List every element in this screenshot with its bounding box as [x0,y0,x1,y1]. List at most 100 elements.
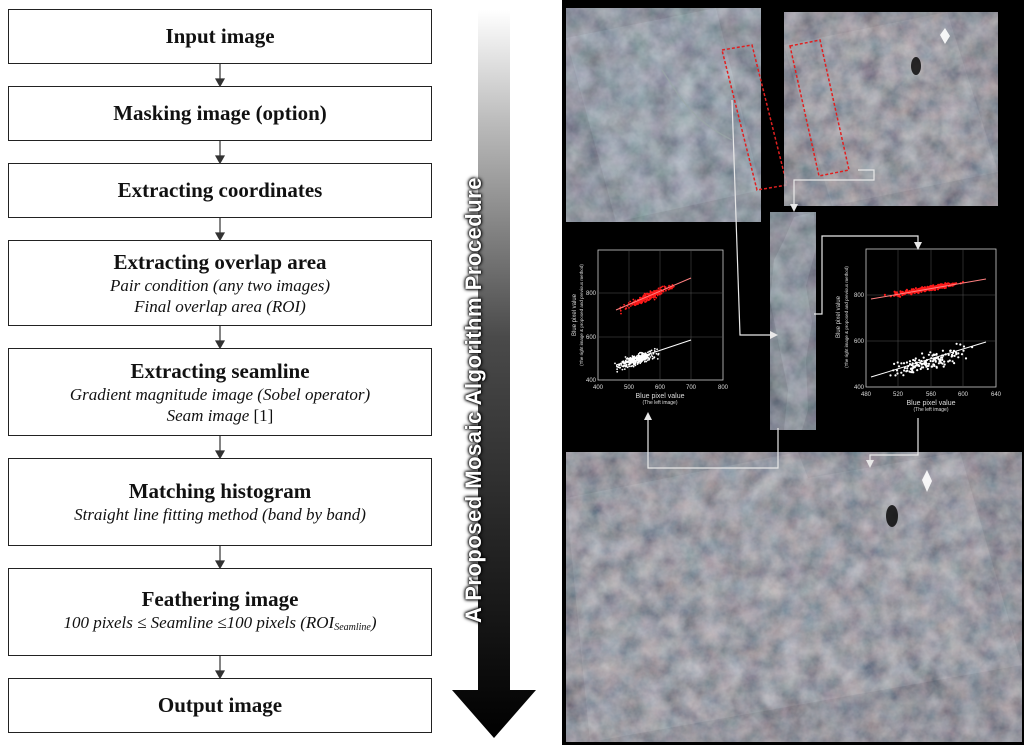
scatter-point [629,356,632,359]
scatter-point [653,347,656,350]
scatter-point [950,355,953,358]
scatter-point [944,283,947,286]
scatter-point [649,290,652,292]
scatter-point [625,364,628,367]
scatter-point [932,353,935,356]
scatter-point [925,365,928,368]
scatter-point [628,306,630,309]
scatter-point [653,298,656,301]
scatter-point [648,357,651,360]
scatter-point [913,359,916,362]
step-detail: Straight line fitting method (band by ba… [74,505,366,524]
scatter-point [941,358,944,361]
step-extracting-coordinates: Extracting coordinates [8,163,432,218]
scatter-point [630,365,633,367]
scatter-point [642,295,645,298]
scatter-point [935,353,938,356]
scatter-point [651,355,654,358]
step-detail: Final overlap area (ROI) [134,296,306,316]
scatter-point [964,357,968,360]
scatter-point [616,365,619,368]
scatter-point [614,362,616,365]
flow-connectors [214,64,226,680]
scatter-point [629,300,632,303]
scatter-point [660,292,663,295]
scatter-point [638,360,641,363]
x-tick-label: 400 [593,385,604,391]
scatter-point [632,365,635,368]
mosaic-illustration: 400 500 600 700 800 400 600 800 Blue pix… [566,8,1022,742]
scatter-point [943,363,946,366]
scatter-point [948,359,951,362]
scatter-point [644,359,646,361]
scatter-point [645,360,648,363]
step-title: Extracting coordinates [117,178,323,202]
scatter-point [624,356,627,358]
scatter-point [639,301,641,304]
scatter-point [905,361,908,364]
scatter-point [633,360,636,363]
scatter-point [629,362,632,365]
scatter-point [643,300,645,302]
scatter-point [631,361,634,364]
y-axis-label: Blue pixel value [572,293,578,336]
y-axis-sublabel: (The right image & proposed and previous… [579,264,584,366]
scatter-point [620,312,622,315]
scatter-point [920,363,923,366]
x-tick-label: 640 [991,392,1002,398]
scatter-point [921,286,924,289]
scatter-point [651,357,654,360]
scatter-point [902,362,906,365]
procedure-arrow [452,10,536,738]
scatter-point [623,364,625,367]
scatter-point [901,293,904,297]
scatter-point [902,374,905,377]
scatter-point [637,302,639,304]
scatter-point [926,367,929,371]
scatter-point [623,303,625,306]
step-matching-histogram: Matching histogram Straight line fitting… [8,458,432,546]
scatter-point [916,369,919,372]
y-tick-label: 600 [854,339,865,345]
scatter-point [668,284,670,287]
scatter-point [889,374,892,377]
scatter-point [636,355,638,358]
closing-paren: ) [370,612,377,632]
scatter-point [912,371,915,374]
step-title: Output image [157,693,283,717]
scatter-point [643,292,646,295]
scatter-point [638,300,640,303]
scatter-point [621,365,624,367]
scatter-point [927,362,931,365]
scatter-point [939,360,942,363]
scatter-point [632,359,634,362]
scatter-point [899,295,902,298]
scatter-point [646,292,648,295]
y-tick-label: 800 [854,293,865,299]
scatter-point [654,294,657,297]
scatter-point [897,365,901,368]
seam-image-label: Seam image [166,405,250,425]
step-title: Masking image (option) [113,101,327,125]
scatter-point [656,348,658,351]
scatter-point [627,361,629,364]
scatter-point [619,309,622,312]
scatter-point [634,362,637,364]
mosaic-illustration-panel: 400 500 600 700 800 400 600 800 Blue pix… [562,0,1024,745]
scatter-point [926,286,929,289]
scatter-point [912,358,915,362]
step-title: Input image [165,24,275,48]
scatter-point [903,366,906,370]
scatter-point [940,356,943,359]
x-axis-label: Blue pixel value [635,393,684,400]
step-extracting-overlap-area: Extracting overlap area Pair condition (… [8,240,432,326]
bright-spot [940,28,950,44]
scatter-point [647,299,650,302]
scatter-point [645,297,648,300]
scatter-point [912,365,915,368]
scatter-point [646,359,649,361]
scatter-point [665,289,667,292]
scatter-point [933,358,936,361]
right-roi-outline [789,39,850,177]
scatter-point [621,368,624,371]
